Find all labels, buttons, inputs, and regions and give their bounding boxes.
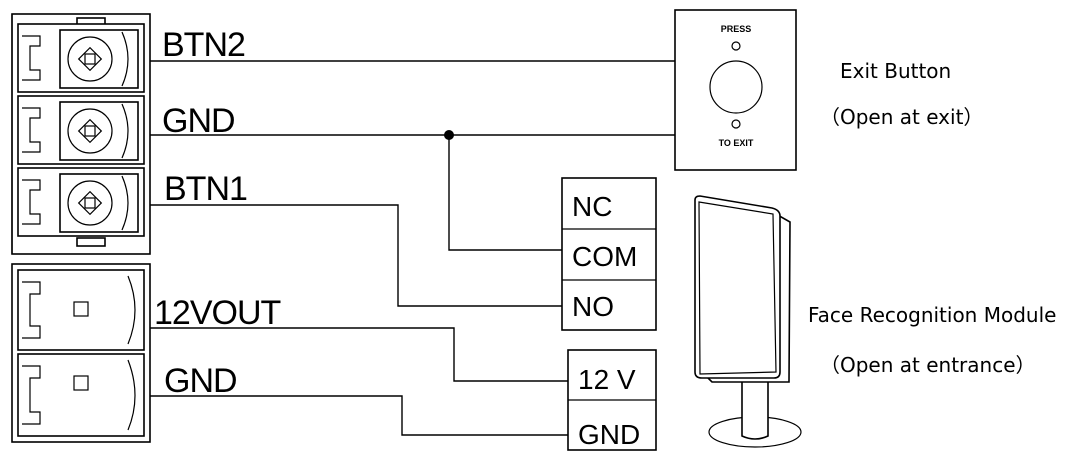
label-btn1: BTN1 <box>164 170 247 208</box>
relay-no: NO <box>572 291 614 322</box>
power-12v: 12 V <box>578 364 636 395</box>
exit-button-title: Exit Button <box>840 59 951 83</box>
label-gnd-bottom: GND <box>164 362 237 400</box>
wire-12vout-12v <box>150 327 568 382</box>
screw-terminal-btn2 <box>17 23 145 93</box>
face-module-icon <box>694 195 802 448</box>
screw-terminal-btn1 <box>17 167 145 237</box>
wire-gnd-gnd <box>150 395 568 436</box>
face-module-subtitle: （Open at entrance） <box>820 353 1036 377</box>
power-gnd: GND <box>578 419 640 450</box>
junction-dot <box>444 130 454 140</box>
wire-btn1-no <box>150 204 568 307</box>
wire-gnd-com <box>448 135 568 251</box>
power-terminal-gnd <box>17 353 145 437</box>
exit-button-plate: PRESS TO EXIT <box>674 9 797 171</box>
label-12vout: 12VOUT <box>154 294 280 332</box>
face-module-title: Face Recognition Module <box>808 303 1056 327</box>
power-terminal-block <box>11 263 151 443</box>
screw-terminal-block <box>11 13 151 255</box>
power-terminal-12vout <box>17 269 145 351</box>
relay-com: COM <box>572 241 637 272</box>
wires <box>150 60 675 436</box>
screw-terminal-gnd <box>17 95 145 165</box>
power-contacts-box: 12 V GND <box>567 349 657 451</box>
plate-press-text: PRESS <box>721 24 752 34</box>
relay-contacts-box: NC COM NO <box>561 177 657 331</box>
label-gnd-top: GND <box>162 102 235 140</box>
exit-button-subtitle: （Open at exit） <box>820 105 983 129</box>
label-btn2: BTN2 <box>162 26 245 64</box>
plate-to-exit-text: TO EXIT <box>719 138 754 148</box>
exit-button-circle <box>709 60 763 114</box>
relay-nc: NC <box>572 191 612 222</box>
